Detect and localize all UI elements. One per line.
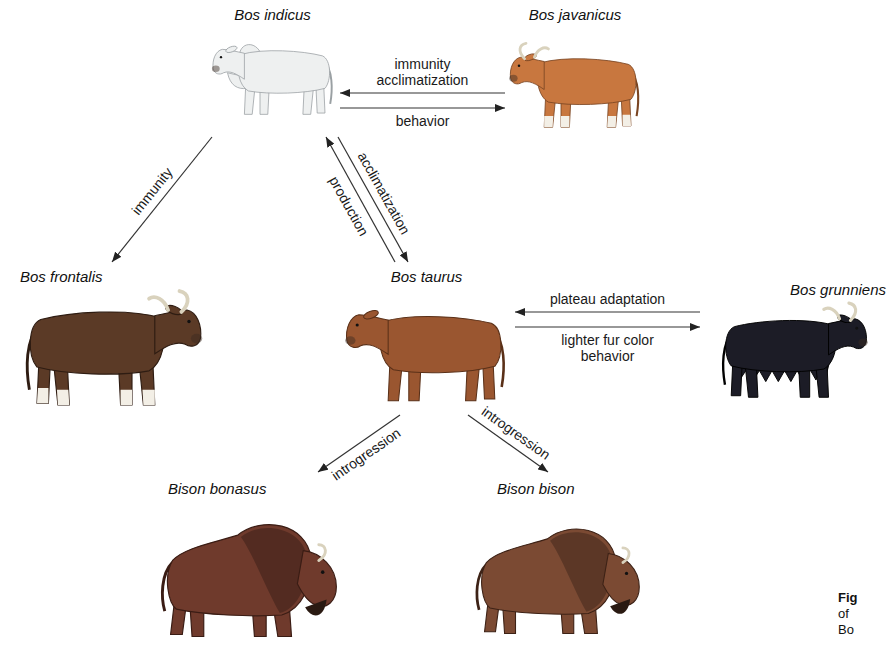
caption-fragment: Fig — [838, 590, 858, 606]
species-name: Bos grunniens — [790, 281, 886, 299]
edge-label-anchor: lighter fur color behavior — [541, 332, 675, 364]
species-node: Bos frontalis — [15, 262, 210, 415]
yak-body — [723, 313, 868, 397]
arrow-connector — [515, 311, 700, 312]
arrow-connector — [515, 326, 700, 327]
species-node: Bison bison — [465, 472, 655, 660]
banteng-illustration — [509, 43, 638, 127]
species-name: Bos taurus — [391, 268, 463, 286]
caption-fragment: Bo — [838, 622, 854, 638]
species-name: Bos indicus — [234, 6, 311, 24]
species-node: Bos taurus — [338, 262, 515, 415]
caption-fragment: of — [838, 606, 849, 622]
edge-label: plateau adaptation — [548, 291, 667, 307]
edge-label-anchor: plateau adaptation — [548, 291, 667, 307]
arrow-connector — [340, 92, 505, 93]
edge-label: behavior — [394, 113, 452, 129]
edge-label-anchor: immunity — [127, 163, 177, 220]
edge-label: introgression — [327, 424, 405, 485]
species-node: Bos grunniens — [700, 278, 890, 403]
gayal-horns — [149, 291, 188, 312]
edge-label-anchor: immunity acclimatization — [356, 56, 490, 88]
species-name: Bos frontalis — [20, 268, 103, 286]
edge-label: lighter fur color behavior — [541, 332, 675, 364]
connector-group — [112, 93, 700, 472]
wisent-illustration — [162, 525, 336, 637]
gayal-body — [27, 304, 202, 405]
caption-fragment-anchor: of — [838, 606, 849, 622]
edge-label-anchor: introgression — [327, 424, 405, 485]
taurine-body — [345, 309, 503, 401]
zebu-body — [212, 45, 332, 114]
gayal-illustration — [27, 291, 202, 405]
caption-fragment-anchor: Fig — [838, 590, 858, 606]
banteng-body — [509, 53, 638, 128]
yak-horns — [824, 303, 856, 320]
zebu-illustration — [212, 45, 332, 115]
edge-label: introgression — [477, 402, 555, 464]
edge-label-anchor: production — [325, 172, 373, 240]
species-name: Bison bonasus — [168, 480, 266, 498]
edge-label: immunity — [127, 163, 177, 220]
edge-label: production — [325, 172, 373, 240]
species-name: Bison bison — [497, 480, 575, 498]
yak-illustration — [723, 303, 868, 397]
arrow-connector — [340, 107, 505, 108]
taurine-illustration — [345, 309, 503, 401]
edge-label-anchor: introgression — [477, 402, 555, 464]
species-node: Bos indicus — [205, 3, 340, 137]
american-bison-body — [477, 529, 639, 633]
gayal-socks — [37, 388, 155, 405]
edge-label-anchor: behavior — [394, 113, 452, 129]
banteng-socks — [544, 115, 631, 128]
caption-fragment-anchor: Bo — [838, 622, 854, 638]
banteng-horns — [520, 43, 548, 58]
american-bison-illustration — [477, 529, 639, 633]
wisent-body — [162, 525, 336, 637]
arrow-connector — [112, 137, 212, 262]
species-node: Bos javanicus — [505, 3, 645, 140]
species-node: Bison bonasus — [150, 472, 350, 660]
edge-label: immunity acclimatization — [356, 56, 490, 88]
species-name: Bos javanicus — [529, 6, 622, 24]
